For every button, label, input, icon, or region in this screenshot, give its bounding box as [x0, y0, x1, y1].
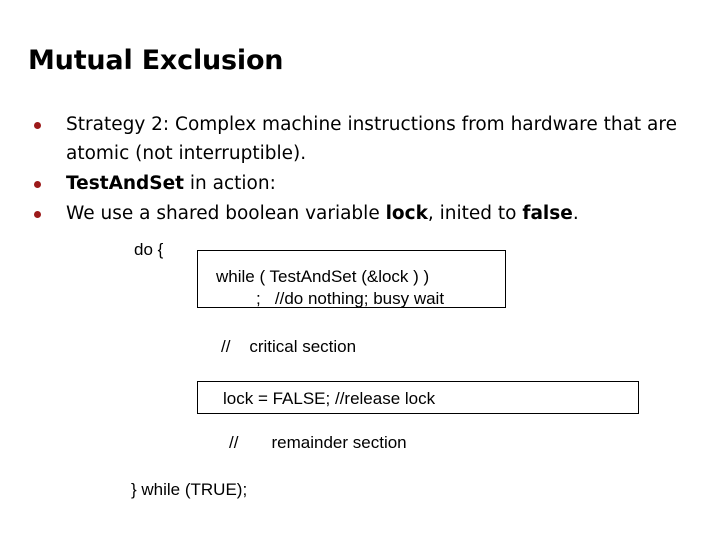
code-do-close: } while (TRUE); — [131, 480, 248, 499]
list-item: TestAndSet in action: — [28, 169, 698, 198]
code-box-while-loop: while ( TestAndSet (&lock ) ) ; //do not… — [197, 250, 506, 308]
bullet-item-testandset: TestAndSet in action: — [66, 173, 276, 194]
list-item: Strategy 2: Complex machine instructions… — [28, 110, 698, 168]
code-box-release-lock: lock = FALSE; //release lock — [197, 381, 639, 414]
bullet-dot-icon — [34, 181, 41, 188]
code-remainder-section-comment: // remainder section — [229, 433, 407, 452]
bullet-dot-icon — [34, 122, 41, 129]
list-item: We use a shared boolean variable lock, i… — [28, 199, 698, 228]
code-release-lock-statement: lock = FALSE; //release lock — [223, 389, 436, 408]
code-critical-section-comment: // critical section — [221, 337, 357, 356]
code-do-open: do { — [134, 240, 164, 259]
bullet-list: Strategy 2: Complex machine instructions… — [28, 110, 698, 229]
bullet-item-strategy: Strategy 2: Complex machine instructions… — [66, 114, 677, 164]
code-busy-wait-comment: ; //do nothing; busy wait — [256, 289, 445, 308]
code-while-condition: while ( TestAndSet (&lock ) ) — [216, 267, 430, 286]
page-title: Mutual Exclusion — [28, 45, 284, 76]
bullet-dot-icon — [34, 211, 41, 218]
bullet-item-shared-lock: We use a shared boolean variable lock, i… — [66, 203, 579, 224]
